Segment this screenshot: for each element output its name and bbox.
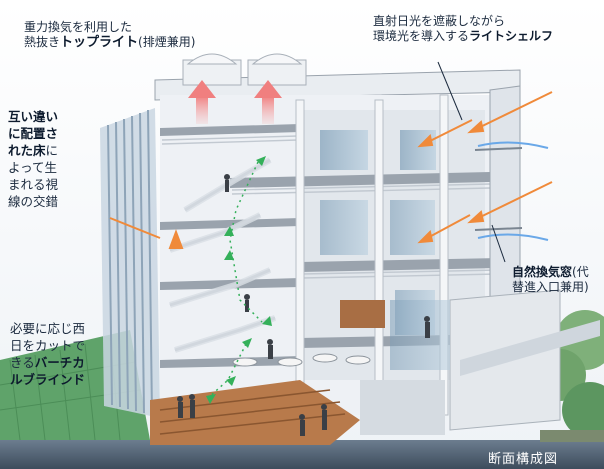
label-lightshelf: 直射日光を遮蔽しながら 環境光を導入するライトシェルフ bbox=[373, 14, 553, 44]
label-toplight-plain: 熱抜き bbox=[24, 35, 61, 49]
label-toplight-line1: 重力換気を利用した bbox=[24, 20, 133, 34]
label-floors-line2: に配置さ bbox=[8, 126, 59, 141]
people-flow-arrows bbox=[206, 156, 272, 404]
label-natural-vent-window: 自然換気窓(代 替進入口兼用) bbox=[512, 265, 589, 295]
callout-lines bbox=[437, 61, 506, 263]
label-blind-line2: 日をカットで bbox=[10, 338, 86, 353]
wind-lines bbox=[477, 141, 549, 241]
label-blind-line4: ルブラインド bbox=[10, 372, 86, 387]
label-floors-line6: 線の交錯 bbox=[8, 194, 59, 209]
label-lightshelf-plain: 環境光を導入する bbox=[373, 29, 470, 43]
label-blind-line1: 必要に応じ西 bbox=[10, 321, 86, 336]
diagram-caption: 断面構成図 bbox=[487, 452, 558, 467]
label-window-plain: (代 bbox=[572, 265, 589, 279]
label-toplight-suffix: (排煙兼用) bbox=[138, 35, 196, 49]
label-floors-line4: よって生 bbox=[8, 160, 58, 175]
label-lightshelf-line1: 直射日光を遮蔽しながら bbox=[373, 14, 506, 28]
people bbox=[177, 174, 430, 436]
label-blind-line3-plain: きる bbox=[10, 355, 35, 370]
label-lightshelf-bold: ライトシェルフ bbox=[469, 29, 554, 43]
label-floors-line3-plain: に bbox=[45, 143, 59, 158]
label-vertical-blind: 必要に応じ西 日をカットで きるバーチカ ルブラインド bbox=[10, 320, 85, 388]
label-staggered-floors: 互い違い に配置さ れた床に よって生 まれる視 線の交錯 bbox=[8, 108, 58, 210]
building-structure bbox=[100, 53, 600, 445]
label-floors-line1: 互い違い bbox=[8, 109, 59, 124]
label-floors-line3-bold: れた床 bbox=[8, 143, 46, 158]
stack-vent-arrows bbox=[188, 80, 282, 124]
sunlight-arrows bbox=[109, 91, 553, 249]
label-floors-line5: まれる視 bbox=[8, 177, 59, 192]
label-blind-line3-bold: バーチカ bbox=[34, 355, 85, 370]
label-window-bold: 自然換気窓 bbox=[512, 265, 573, 279]
label-window-line2: 替進入口兼用) bbox=[512, 280, 589, 294]
label-toplight-bold: トップライト bbox=[60, 35, 139, 50]
label-toplight: 重力換気を利用した 熱抜きトップライト(排煙兼用) bbox=[24, 20, 195, 50]
